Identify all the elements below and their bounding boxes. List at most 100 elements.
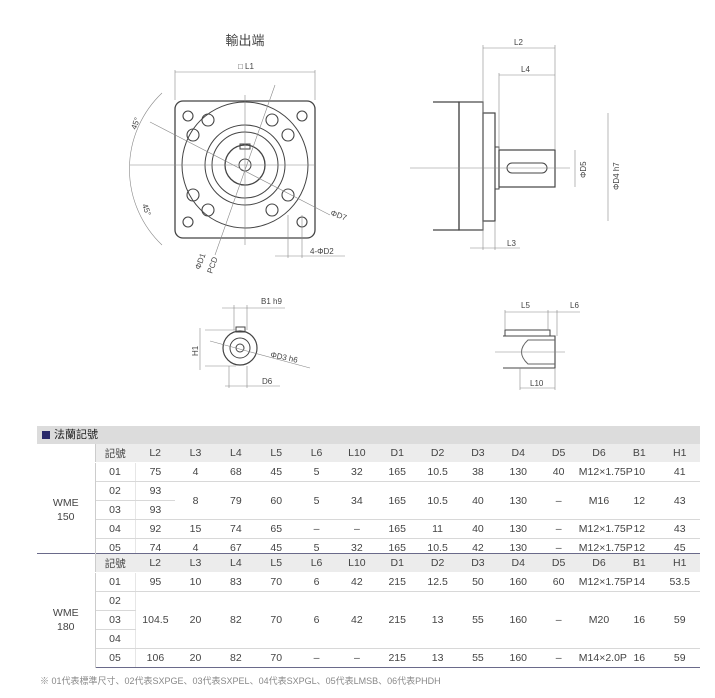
label-d4: ΦD4 h7 bbox=[612, 162, 621, 190]
cell-l6: – bbox=[296, 519, 337, 539]
cell-l4: 82 bbox=[215, 648, 257, 668]
column-header: D5 bbox=[538, 553, 579, 573]
cell-l5: 70 bbox=[256, 591, 297, 649]
column-header: B1 bbox=[619, 553, 660, 573]
cell-d1: 215 bbox=[377, 591, 418, 649]
label-l3: L3 bbox=[507, 239, 516, 248]
column-header: L4 bbox=[215, 444, 257, 463]
cell-d2: 13 bbox=[417, 648, 458, 668]
table-row: 03 bbox=[37, 610, 700, 630]
cell-d2: 10.5 bbox=[417, 481, 458, 520]
label-l10: L10 bbox=[530, 379, 544, 388]
column-header: D2 bbox=[417, 553, 458, 573]
column-header: H1 bbox=[659, 444, 700, 463]
column-header: L4 bbox=[215, 553, 257, 573]
cell-l5: 65 bbox=[256, 519, 297, 539]
label-angle2: 45° bbox=[140, 203, 153, 217]
cell-l5: 45 bbox=[256, 462, 297, 482]
cell-l3: 4 bbox=[175, 462, 216, 482]
label-pcd: PCD bbox=[205, 256, 219, 275]
header-blank bbox=[37, 444, 96, 463]
cell-d4: 160 bbox=[498, 572, 539, 592]
cell-d4: 160 bbox=[498, 591, 539, 649]
drawing-title: 輸出端 bbox=[225, 33, 264, 48]
cell-h1: 43 bbox=[659, 519, 700, 539]
column-header: L5 bbox=[256, 444, 297, 463]
cell-h1: 53.5 bbox=[659, 572, 700, 592]
label-l2: L2 bbox=[514, 38, 523, 47]
cell-d3: 40 bbox=[457, 481, 499, 520]
cell-l5: 70 bbox=[256, 648, 297, 668]
cell-l3: 20 bbox=[175, 591, 216, 649]
column-header: L10 bbox=[336, 444, 378, 463]
column-header: D6 bbox=[578, 444, 620, 463]
cell-d4: 130 bbox=[498, 462, 539, 482]
label-b1: B1 h9 bbox=[261, 297, 282, 306]
label-d1: ΦD1 bbox=[193, 251, 207, 270]
cell-b1: 14 bbox=[619, 572, 660, 592]
row-code: 03 bbox=[95, 610, 136, 630]
cell-d6: M12×1.75P bbox=[578, 462, 633, 482]
label-d2: 4-ΦD2 bbox=[310, 247, 334, 256]
cell-l3: 15 bbox=[175, 519, 216, 539]
cell-d2: 13 bbox=[417, 591, 458, 649]
cell-l2: 75 bbox=[135, 462, 176, 482]
column-header: L3 bbox=[175, 444, 216, 463]
cell-l4: 82 bbox=[215, 591, 257, 649]
row-code: 04 bbox=[95, 629, 136, 649]
cell-d5: 60 bbox=[538, 572, 579, 592]
cell-d6: M14×2.0P bbox=[578, 648, 627, 668]
cell-l10: – bbox=[336, 648, 378, 668]
cell-b1: 16 bbox=[619, 648, 660, 668]
column-header: D5 bbox=[538, 444, 579, 463]
model-group-label: WME 180 bbox=[37, 572, 96, 668]
cell-d1: 215 bbox=[377, 648, 418, 668]
cell-d5: – bbox=[538, 519, 579, 539]
cell-l10: 42 bbox=[336, 591, 378, 649]
cell-h1: 59 bbox=[659, 591, 700, 649]
cell-l2: 93 bbox=[135, 481, 176, 501]
cell-h1: 43 bbox=[659, 481, 700, 520]
label-d6: D6 bbox=[262, 377, 273, 386]
cell-b1: 12 bbox=[619, 519, 660, 539]
side-view-drawing bbox=[410, 45, 609, 250]
cell-d5: 40 bbox=[538, 462, 579, 482]
cell-d1: 165 bbox=[377, 481, 418, 520]
label-d7: ΦD7 bbox=[329, 208, 348, 222]
row-code: 05 bbox=[95, 648, 136, 668]
model-group-label: WME 150 bbox=[37, 462, 96, 558]
cell-d3: 38 bbox=[457, 462, 499, 482]
cell-d3: 55 bbox=[457, 648, 499, 668]
column-header: L10 bbox=[336, 553, 378, 573]
label-h1: H1 bbox=[191, 345, 200, 356]
cell-d2: 12.5 bbox=[417, 572, 458, 592]
row-code: 01 bbox=[95, 462, 136, 482]
table-row: 04 bbox=[37, 629, 700, 649]
column-header: D2 bbox=[417, 444, 458, 463]
cell-d1: 215 bbox=[377, 572, 418, 592]
cell-l6: 5 bbox=[296, 462, 337, 482]
cell-d2: 10.5 bbox=[417, 462, 458, 482]
column-header: D6 bbox=[578, 553, 620, 573]
column-header: H1 bbox=[659, 553, 700, 573]
footnote: ※ 01代表標準尺寸、02代表SXPGE、03代表SXPEL、04代表SXPGL… bbox=[40, 676, 441, 686]
label-angle1: 45° bbox=[129, 116, 142, 130]
cell-l10: 32 bbox=[336, 462, 378, 482]
cell-l10: 34 bbox=[336, 481, 378, 520]
cell-d6: M20 bbox=[578, 591, 620, 649]
cell-d6: M12×1.75P bbox=[578, 519, 633, 539]
technical-drawings: 輸出端 □ L1 45° 45° ΦD7 ΦD1 PCD 4-ΦD2 L2 L4… bbox=[129, 33, 621, 390]
cell-d4: 130 bbox=[498, 481, 539, 520]
cell-l2: 95 bbox=[135, 572, 176, 592]
row-code: 03 bbox=[95, 500, 136, 520]
cell-l5: 70 bbox=[256, 572, 297, 592]
cell-l6: 6 bbox=[296, 572, 337, 592]
row-code: 01 bbox=[95, 572, 136, 592]
front-view-drawing bbox=[129, 70, 345, 258]
